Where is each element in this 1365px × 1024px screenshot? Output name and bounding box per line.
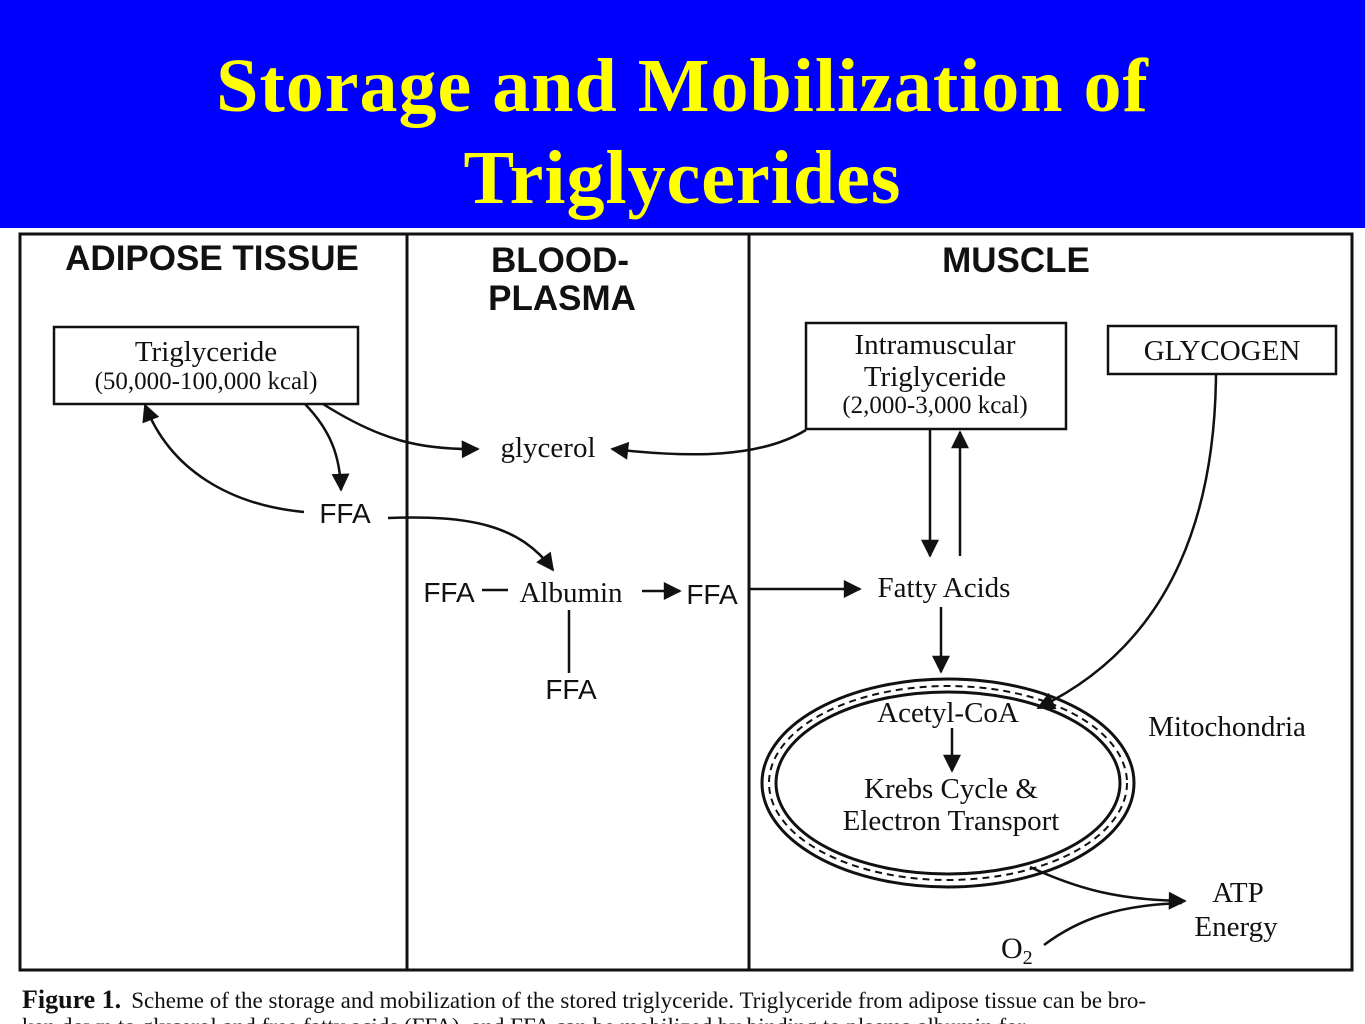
arrow-triglyceride-to-ffa [304,403,350,492]
arrow-ffa-to-triglyceride [142,403,305,514]
triglyceride-mobilization-diagram: ADIPOSE TISSUE BLOOD- PLASMA MUSCLE Trig… [18,232,1354,1024]
fatty-acids-label: Fatty Acids [878,572,1011,604]
arrow-oxygen-to-atp [1043,901,1183,947]
figure-caption-line-1: Figure 1. Scheme of the storage and mobi… [22,985,1146,1014]
heading-adipose-tissue: ADIPOSE TISSUE [65,239,359,278]
arrow-krebs-to-atp [1029,865,1187,910]
oxygen-subscript: 2 [1023,947,1033,969]
title-line-1: Storage and Mobilization of [216,44,1149,128]
arrow-ffa-to-albumin [387,516,555,572]
ffa-bound-label: FFA [423,577,475,608]
mitochondrion [760,677,1136,889]
arrow-imtg-to-glycerol [610,428,807,460]
figure-border [18,232,1354,972]
glycogen-box [1106,324,1338,376]
mitochondrion-inner-membrane [774,690,1122,876]
heading-muscle: MUSCLE [942,241,1090,280]
title-bar: Storage and Mobilization of Triglyceride… [0,0,1365,228]
imtg-label-line-2: Triglyceride [864,361,1006,393]
intramuscular-triglyceride-box [804,321,1068,431]
slide-title: Storage and Mobilization of Triglyceride… [0,40,1365,224]
figure-caption-text: Scheme of the storage and mobilization o… [131,988,1146,1013]
krebs-cycle-label-line-1: Krebs Cycle & [864,773,1038,805]
atp-label: ATP [1212,877,1264,909]
panel-frames [18,232,1354,972]
imtg-energy-label: (2,000-3,000 kcal) [842,392,1027,419]
heading-blood-line-1: BLOOD- [491,241,629,280]
acetyl-coa-label: Acetyl-CoA [877,697,1019,729]
imtg-label-line-1: Intramuscular [854,329,1015,361]
mitochondrion-outer-membrane [760,677,1136,889]
heading-blood-line-2: PLASMA [488,279,636,318]
oxygen-label: O2 [1001,932,1033,969]
triglyceride-energy-label: (50,000-100,000 kcal) [95,368,318,395]
triglyceride-box [52,325,360,406]
ffa-below-albumin-label: FFA [545,674,597,705]
oxygen-symbol: O [1001,932,1023,965]
mitochondrion-cristae [768,685,1128,881]
krebs-cycle-label-line-2: Electron Transport [843,805,1060,837]
glycerol-label: glycerol [500,432,595,464]
energy-label: Energy [1194,911,1278,943]
arrow-triglyceride-to-glycerol [322,402,480,459]
triglyceride-label: Triglyceride [135,336,277,368]
title-line-2: Triglycerides [463,136,902,220]
glycogen-label: GLYCOGEN [1144,335,1301,367]
albumin-label: Albumin [519,577,623,609]
figure-caption-label: Figure 1. [22,985,121,1014]
arrow-glycogen-to-acetyl-coa [1036,373,1218,710]
ffa-adipose-label: FFA [319,498,371,529]
ffa-free-label: FFA [686,579,738,610]
figure-caption-line-2: ken down to glycerol and free fatty acid… [22,1014,1026,1024]
mitochondria-label: Mitochondria [1148,711,1306,743]
